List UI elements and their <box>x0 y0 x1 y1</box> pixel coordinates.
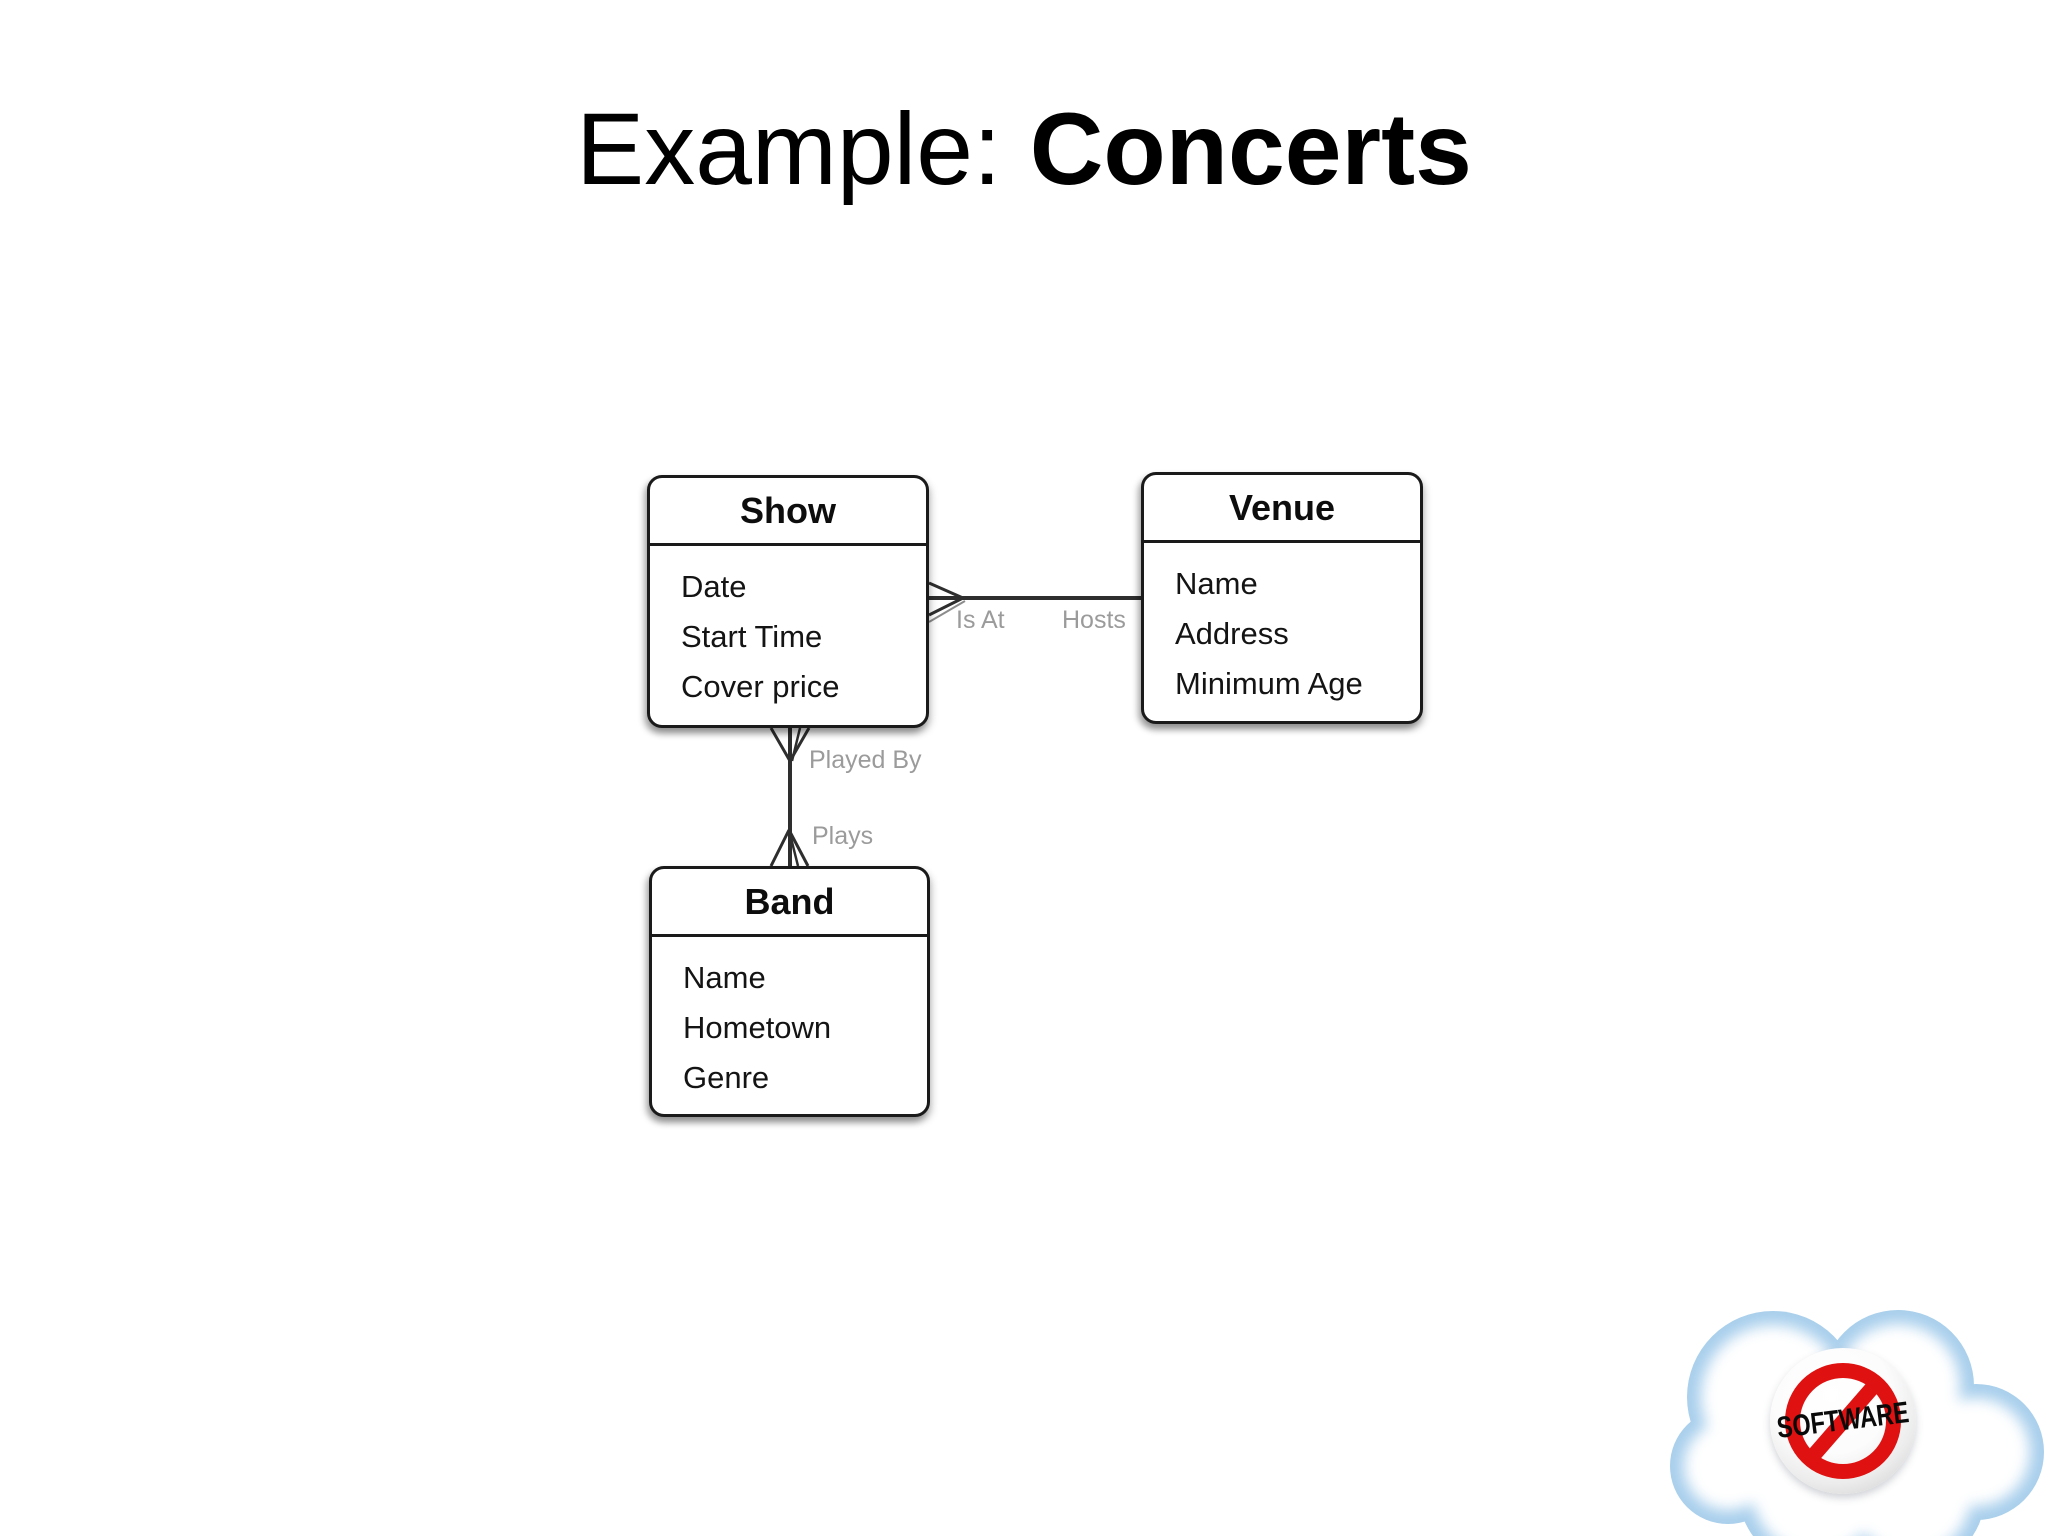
attribute-list: Date Start Time Cover price <box>650 546 926 712</box>
title-prefix: Example: <box>576 92 1030 206</box>
no-software-logo: SOFTWARE <box>1668 1300 2048 1536</box>
entity-title: Venue <box>1144 475 1420 543</box>
slide-title: Example: Concerts <box>0 86 2048 214</box>
attribute-row: Genre <box>683 1060 770 1095</box>
title-emphasis: Concerts <box>1029 92 1472 206</box>
attribute-row: Minimum Age <box>1175 666 1363 701</box>
show-band-line <box>769 727 811 867</box>
relationship-label-hosts: Hosts <box>1062 606 1126 634</box>
relationship-label-played-by: Played By <box>809 746 922 774</box>
attribute-row: Address <box>1175 616 1289 651</box>
prohibition-badge: SOFTWARE <box>1770 1348 1916 1494</box>
attribute-list: Name Address Minimum Age <box>1144 543 1420 709</box>
entity-box-venue: Venue Name Address Minimum Age <box>1141 472 1423 724</box>
attribute-row: Name <box>1175 566 1258 601</box>
entity-title: Show <box>650 478 926 546</box>
attribute-list: Name Hometown Genre <box>652 937 927 1103</box>
relationship-label-is-at: Is At <box>956 606 1005 634</box>
attribute-row: Hometown <box>683 1010 832 1045</box>
relationship-label-plays: Plays <box>812 822 874 850</box>
attribute-row: Date <box>681 569 747 604</box>
attribute-row: Start Time <box>681 619 823 654</box>
entity-box-band: Band Name Hometown Genre <box>649 866 930 1117</box>
attribute-row: Cover price <box>681 669 840 704</box>
entity-title: Band <box>652 869 927 937</box>
attribute-row: Name <box>683 960 766 995</box>
entity-box-show: Show Date Start Time Cover price <box>647 475 929 728</box>
